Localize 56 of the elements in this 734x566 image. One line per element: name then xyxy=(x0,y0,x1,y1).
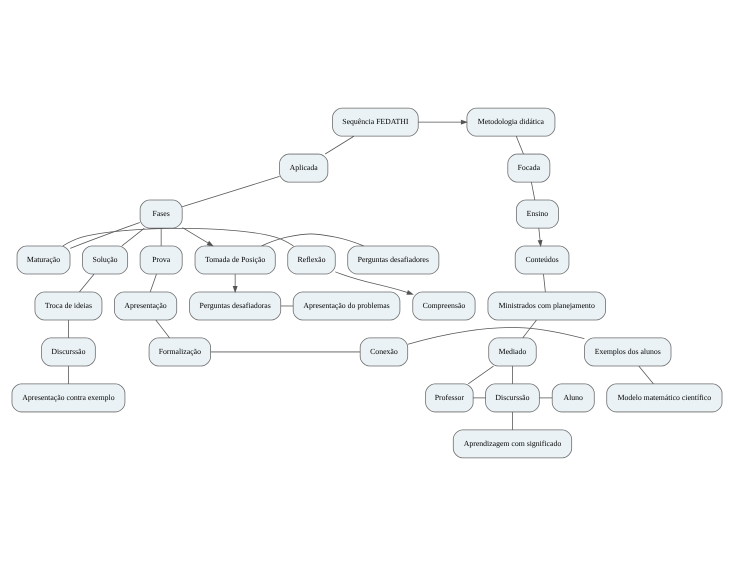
node-box: Conteúdos xyxy=(514,246,570,274)
node-box: Aplicada xyxy=(279,154,328,182)
connector xyxy=(638,366,654,384)
arrow xyxy=(182,227,214,246)
node-box: Aprendizagem com significado xyxy=(452,429,572,458)
connector xyxy=(160,228,162,246)
node-box: Professor xyxy=(425,384,474,412)
connector xyxy=(150,274,157,292)
arrow xyxy=(538,228,542,248)
node-box: Sequência FEDATHI xyxy=(332,108,419,137)
node-box: Perguntas desafiadores xyxy=(347,246,440,274)
node-box: Maturação xyxy=(16,246,70,274)
node-box: Discurssão xyxy=(485,384,540,412)
node-box: Aluno xyxy=(552,384,595,412)
connector xyxy=(408,327,585,345)
node-box: Compreensão xyxy=(412,292,476,320)
connector xyxy=(324,136,354,154)
connector xyxy=(512,366,513,384)
connector xyxy=(468,366,494,384)
node-box: Focada xyxy=(507,154,550,182)
node-box: Mediado xyxy=(488,338,537,366)
node-box: Metodologia didática xyxy=(466,108,556,137)
arrow xyxy=(418,120,468,125)
node-box: Ministrados com planejamento xyxy=(488,292,606,320)
node-box: Perguntas desafiadoras xyxy=(189,292,282,320)
connector xyxy=(261,234,364,246)
node-box: Fases xyxy=(140,200,183,228)
connector xyxy=(543,274,546,292)
node-box: Tomada de Posição xyxy=(194,246,276,274)
connector xyxy=(155,320,170,338)
node-box: Apresentação contra exemplo xyxy=(12,384,126,412)
node-box: Solução xyxy=(82,246,128,274)
connector xyxy=(122,228,145,246)
node-box: Discurssão xyxy=(41,338,96,366)
node-box: Apresentação do problemas xyxy=(292,292,400,320)
node-box: Exemplos dos alunos xyxy=(584,338,672,366)
node-box: Formalização xyxy=(148,338,211,366)
connector xyxy=(79,274,94,292)
node-box: Conexão xyxy=(360,338,408,366)
node-box: Reflexão xyxy=(287,246,336,274)
connector xyxy=(182,176,280,208)
connector xyxy=(516,136,524,154)
node-box: Troca de ideias xyxy=(34,292,102,320)
arrow xyxy=(232,274,238,294)
node-box: Apresentação xyxy=(114,292,178,320)
node-box: Modelo matemático científico xyxy=(606,384,722,412)
connector xyxy=(62,228,294,246)
connector xyxy=(70,222,140,249)
node-box: Ensino xyxy=(516,200,559,228)
connector xyxy=(522,320,537,338)
node-box: Prova xyxy=(140,246,183,274)
connector xyxy=(512,412,513,430)
connector xyxy=(68,320,69,338)
connector xyxy=(531,182,536,200)
arrow xyxy=(334,271,414,295)
connector xyxy=(68,366,69,384)
